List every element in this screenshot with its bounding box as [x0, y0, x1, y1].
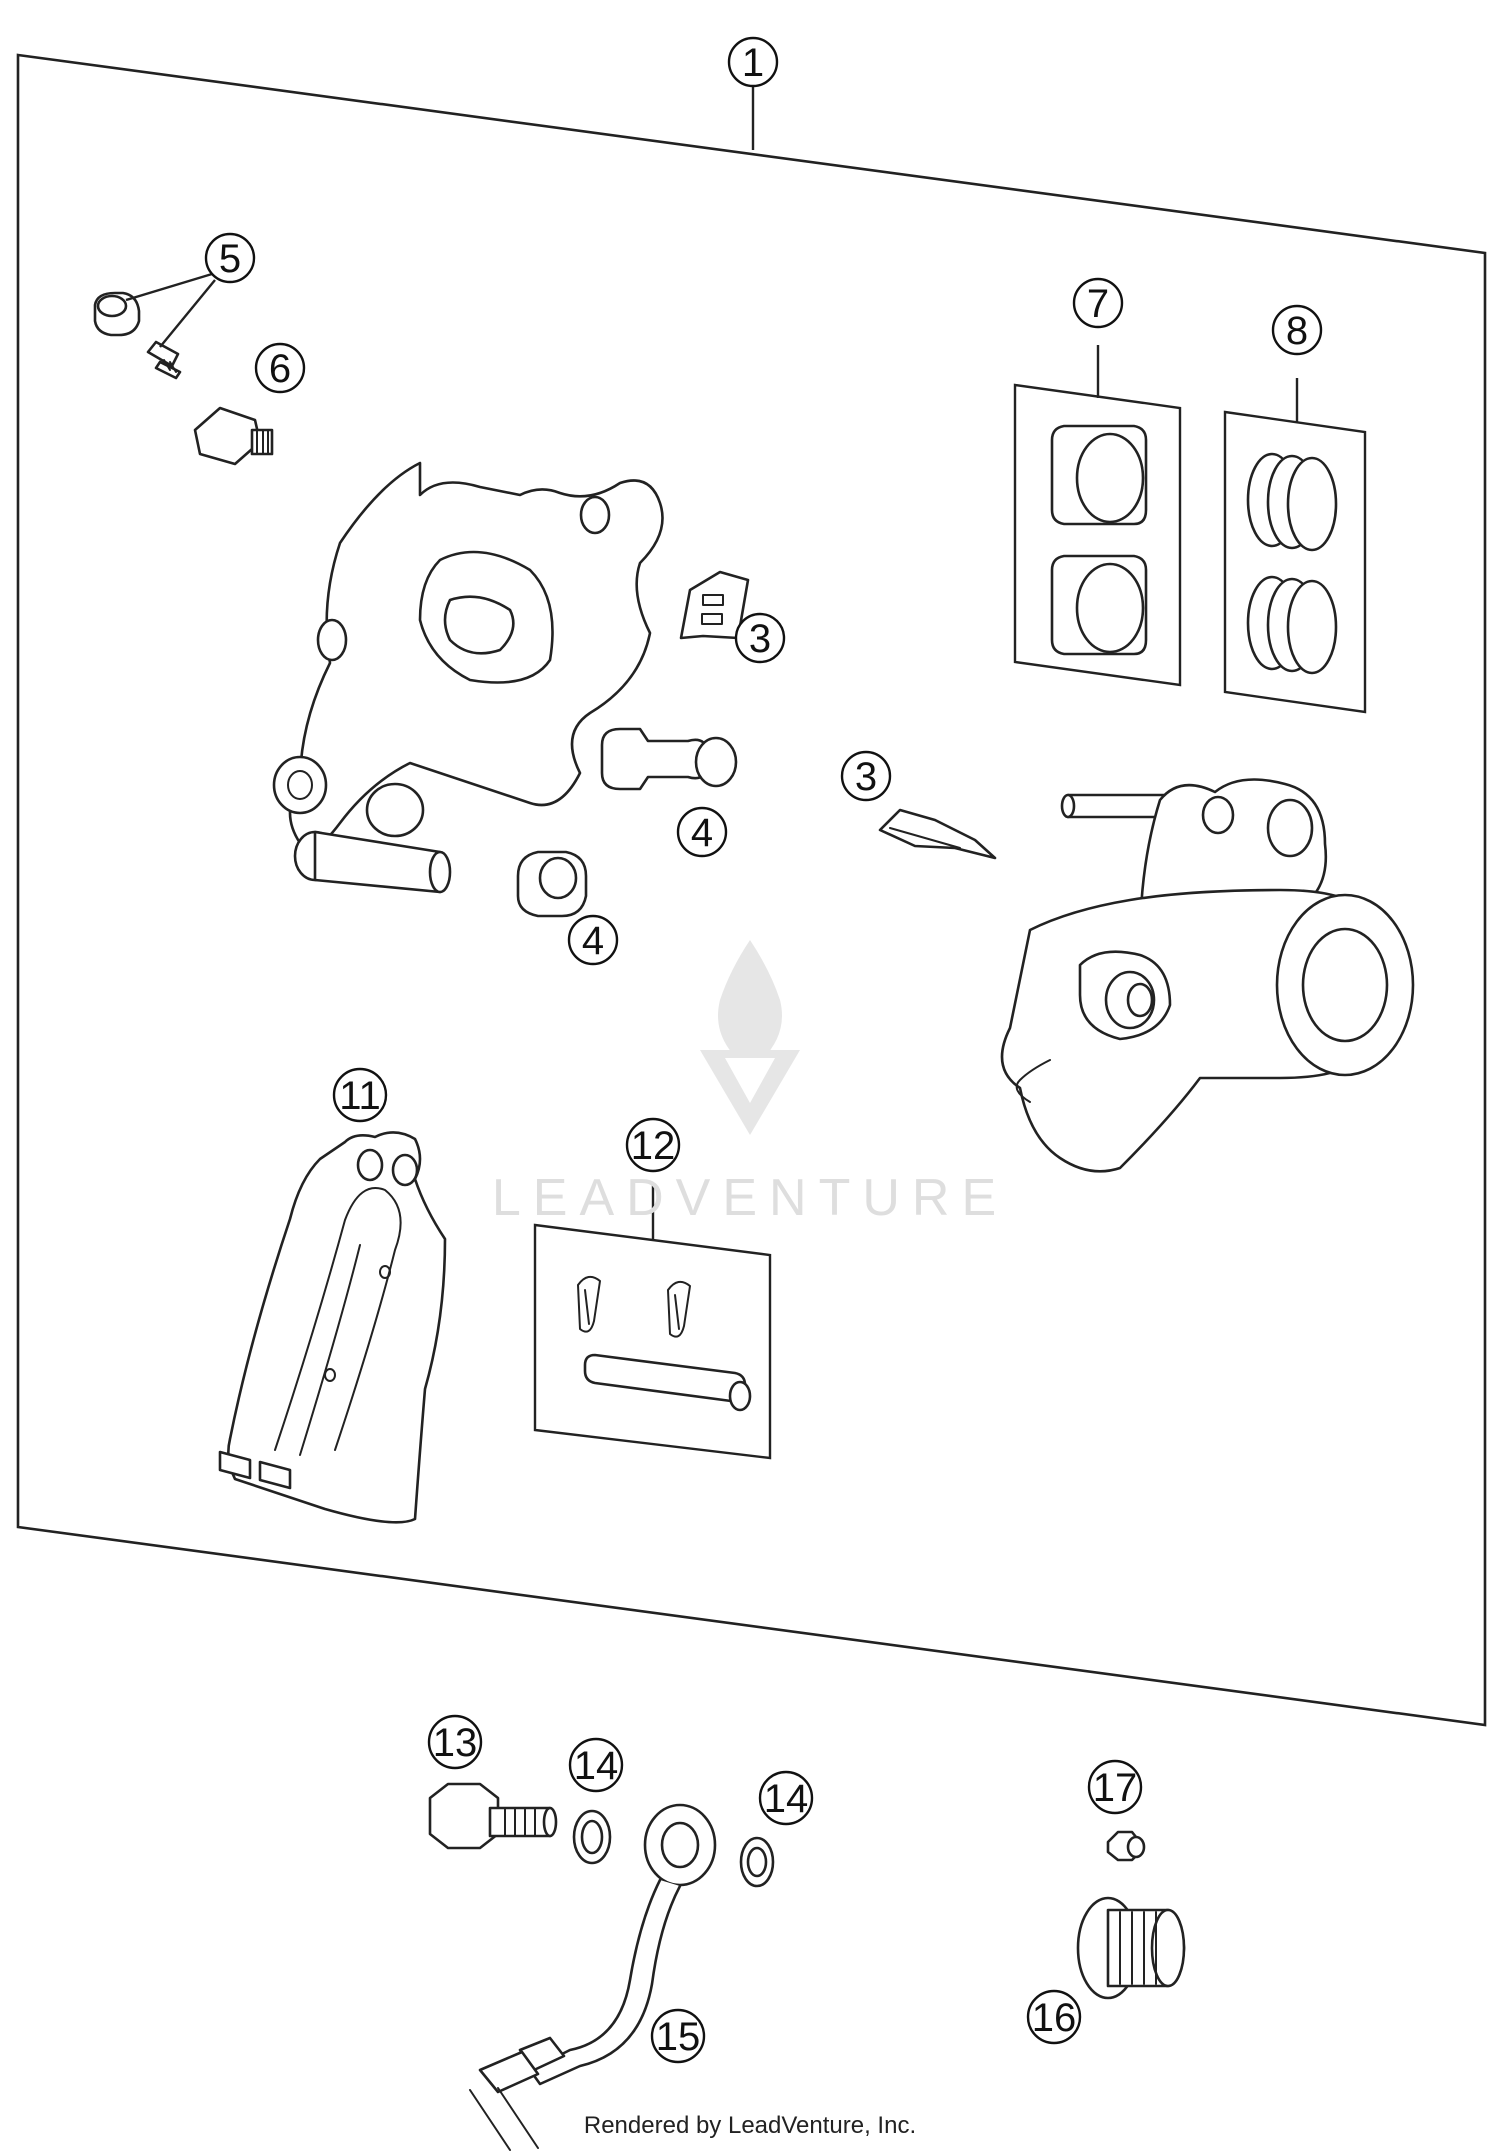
- brake-pad: [218, 1131, 447, 1524]
- callout-3: 3: [734, 612, 786, 664]
- svg-text:16: 16: [1032, 1996, 1077, 2040]
- svg-text:3: 3: [749, 617, 771, 661]
- bleeder-cap: [93, 291, 141, 337]
- callout-4: 4: [676, 806, 728, 858]
- retaining-clip-right: [667, 1280, 691, 1338]
- seal-rings-lower: [1246, 575, 1338, 675]
- svg-text:15: 15: [656, 2015, 701, 2059]
- retaining-clip-left: [577, 1275, 601, 1333]
- callout-12: 12: [625, 1117, 681, 1173]
- seal-rings-upper: [1246, 452, 1338, 552]
- bleeder-screw: [146, 340, 182, 380]
- svg-text:5: 5: [219, 237, 241, 281]
- small-screw: [1106, 1830, 1146, 1862]
- pad-pin-kit-card: [533, 1223, 772, 1460]
- leader-5b: [159, 279, 216, 348]
- svg-text:8: 8: [1286, 309, 1308, 353]
- callout-4: 4: [567, 914, 619, 966]
- callout-13: 13: [427, 1714, 483, 1770]
- brake-line: [469, 1803, 717, 2151]
- svg-text:12: 12: [631, 1124, 676, 1168]
- svg-text:14: 14: [764, 1777, 809, 1821]
- callout-11: 11: [332, 1067, 388, 1123]
- pad-spring-lower: [878, 808, 997, 860]
- callout-1: 1: [727, 36, 779, 88]
- callout-7: 7: [1072, 277, 1124, 329]
- banjo-bolt: [428, 1782, 558, 1850]
- plug-screw: [193, 406, 274, 466]
- svg-text:6: 6: [269, 347, 291, 391]
- svg-text:4: 4: [691, 811, 713, 855]
- svg-text:1: 1: [742, 41, 764, 85]
- callout-17: 17: [1087, 1759, 1143, 1815]
- piston-lower: [1050, 554, 1148, 656]
- svg-text:17: 17: [1093, 1766, 1138, 1810]
- kit-frame: [16, 53, 1487, 1727]
- sealing-washer-1: [572, 1809, 612, 1865]
- callout-16: 16: [1026, 1989, 1082, 2045]
- callout-5: 5: [204, 232, 256, 284]
- slide-pin-boot: [516, 850, 588, 918]
- watermark-text: LEADVENTURE: [491, 1169, 1009, 1227]
- svg-text:4: 4: [582, 919, 604, 963]
- svg-text:13: 13: [433, 1721, 478, 1765]
- callout-6: 6: [254, 342, 306, 394]
- caliper-housing: [1000, 778, 1415, 1173]
- svg-text:7: 7: [1087, 282, 1109, 326]
- svg-text:11: 11: [339, 1074, 381, 1118]
- footer-credit: Rendered by LeadVenture, Inc.: [583, 2112, 917, 2139]
- pad-pin: [583, 1353, 752, 1412]
- svg-text:14: 14: [574, 1744, 619, 1788]
- callout-3: 3: [840, 750, 892, 802]
- callout-15: 15: [650, 2008, 706, 2064]
- leadventure-logo-watermark: [700, 940, 800, 1135]
- callout-14: 14: [568, 1737, 624, 1793]
- piston-plug: [1076, 1896, 1186, 2000]
- sealing-washer-2: [739, 1836, 775, 1888]
- leader-5a: [125, 272, 213, 302]
- slide-pin: [600, 727, 738, 791]
- callout-14: 14: [758, 1770, 814, 1826]
- callout-8: 8: [1271, 304, 1323, 356]
- svg-text:3: 3: [855, 755, 877, 799]
- piston-upper: [1050, 424, 1148, 526]
- caliper-bracket: [272, 461, 664, 894]
